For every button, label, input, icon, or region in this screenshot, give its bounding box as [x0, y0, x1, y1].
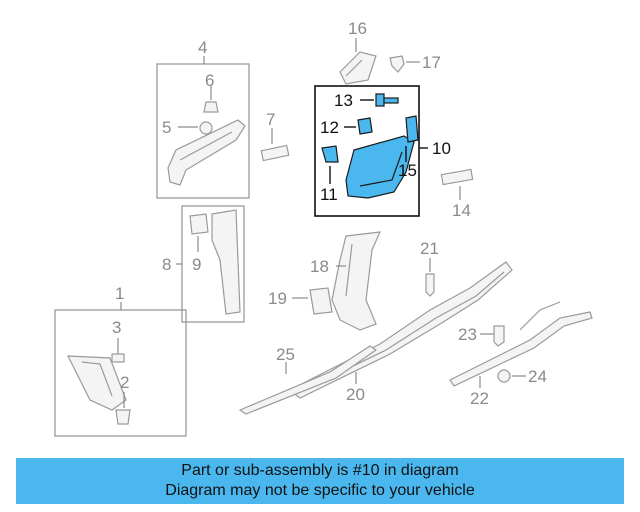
callout-2: 2	[120, 373, 129, 392]
callout-3: 3	[112, 318, 121, 337]
callout-21: 21	[420, 239, 439, 258]
callout-14: 14	[452, 201, 471, 220]
callout-10: 10	[432, 139, 451, 158]
callout-16: 16	[348, 19, 367, 38]
part-14: 14	[440, 168, 474, 220]
callout-9: 9	[192, 255, 201, 274]
callout-13: 13	[334, 91, 353, 110]
callout-20: 20	[346, 385, 365, 404]
callout-7: 7	[266, 110, 275, 129]
part-19: 19	[268, 287, 333, 315]
callout-11: 11	[320, 185, 338, 204]
info-banner: Part or sub-assembly is #10 in diagram D…	[16, 458, 624, 504]
assembly-10-box: 10 13 12 15 11	[314, 85, 451, 217]
parts-diagram: 4 6 5 7 8 9 1 3 2	[54, 19, 593, 437]
callout-4: 4	[198, 38, 207, 57]
banner-line-1: Part or sub-assembly is #10 in diagram	[181, 462, 459, 479]
callout-5: 5	[162, 118, 171, 137]
assembly-1-box: 1 3 2	[54, 284, 187, 437]
callout-23: 23	[458, 325, 477, 344]
callout-6: 6	[205, 71, 214, 90]
banner-line-2: Diagram may not be specific to your vehi…	[165, 482, 475, 499]
callout-25: 25	[276, 345, 295, 364]
assembly-8-box: 8 9	[162, 205, 245, 323]
callout-8: 8	[162, 255, 171, 274]
callout-24: 24	[528, 367, 547, 386]
part-16: 16	[339, 19, 377, 85]
callout-15: 15	[398, 161, 417, 180]
part-25: 25	[238, 345, 378, 415]
part-7: 7	[260, 110, 290, 162]
callout-1: 1	[115, 284, 124, 303]
part-21: 21	[420, 239, 439, 297]
part-18: 18	[310, 231, 381, 331]
part-24: 24	[497, 367, 547, 386]
part-22: 22	[449, 301, 593, 408]
callout-18: 18	[310, 257, 329, 276]
callout-12: 12	[320, 118, 339, 137]
callout-22: 22	[470, 389, 489, 408]
callout-17: 17	[422, 53, 441, 72]
assembly-4-box: 4 6 5	[156, 38, 250, 199]
part-17: 17	[389, 53, 441, 73]
part-23: 23	[458, 325, 505, 347]
callout-19: 19	[268, 289, 287, 308]
